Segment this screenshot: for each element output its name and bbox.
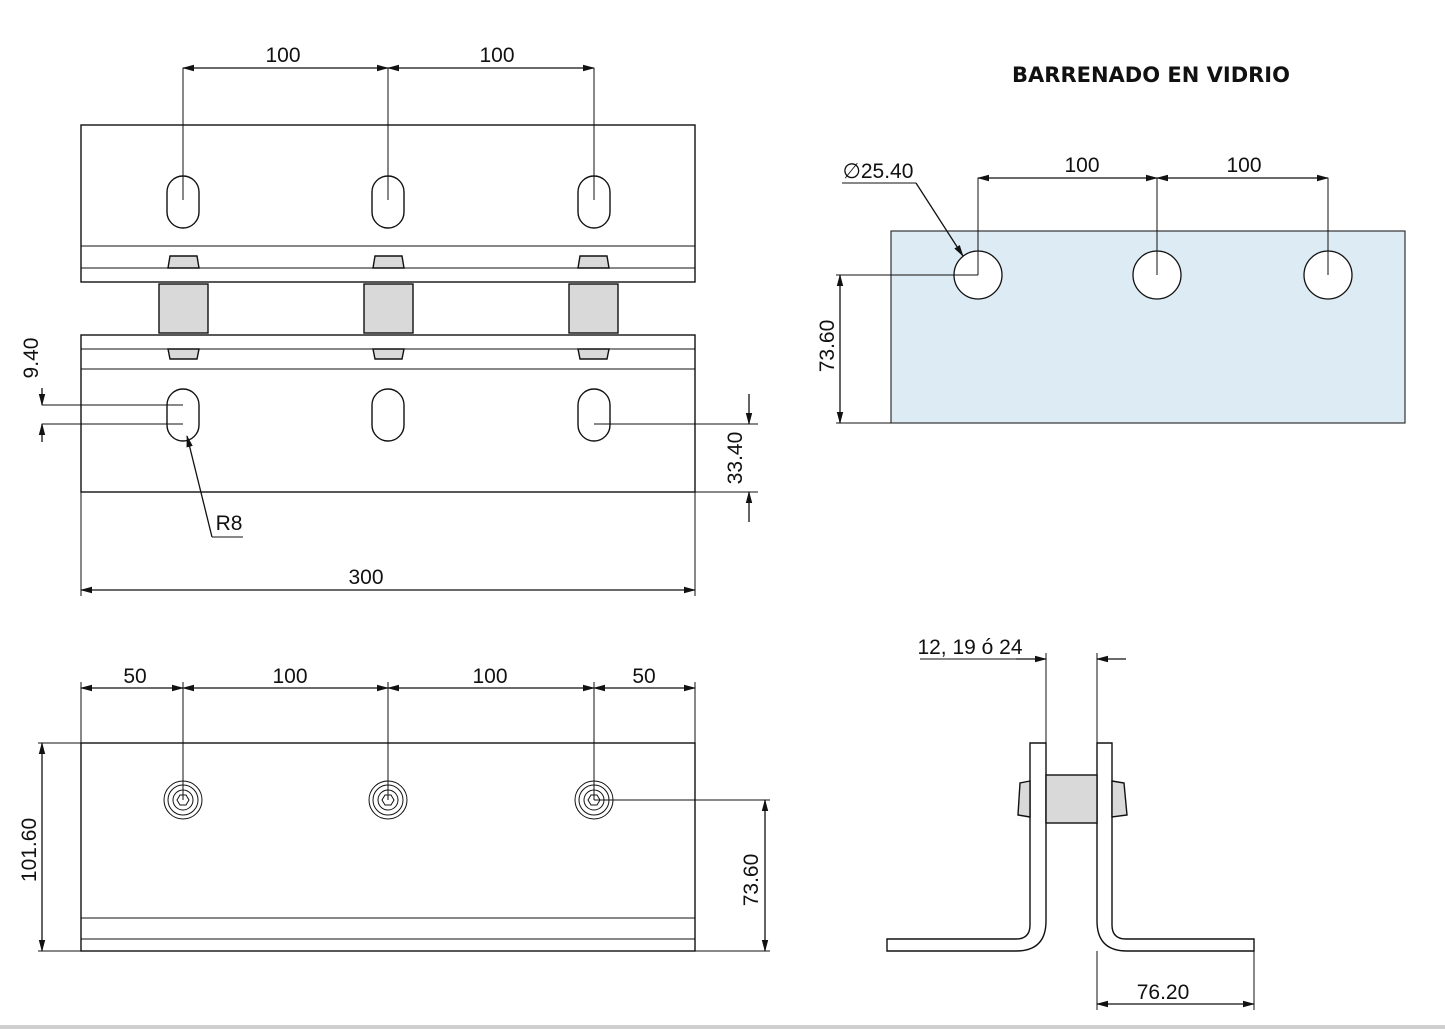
- footer-bar: [0, 1025, 1445, 1029]
- slot: [166, 388, 200, 442]
- dim-top-2: 100: [479, 44, 514, 67]
- glass-view: BARRENADO EN VIDRIO 100 100 ∅25.40 73.60: [816, 63, 1406, 424]
- front-dim-left: 50: [123, 665, 146, 688]
- front-dim-height: 101.60: [18, 818, 41, 882]
- dim-slot-edge: 33.40: [724, 432, 747, 485]
- right-bracket: [1096, 742, 1255, 952]
- left-bracket: [886, 742, 1047, 952]
- dim-radius: R8: [216, 512, 243, 535]
- side-view: 12, 19 ó 24 76.20: [886, 636, 1255, 1010]
- slot: [371, 388, 405, 442]
- front-dim-mid-1: 100: [272, 665, 307, 688]
- spacer-bolt: [158, 255, 209, 360]
- front-view: 50 100 100 50 101.60 73.60: [18, 665, 770, 952]
- spacer-bolt: [568, 255, 619, 360]
- front-dim-mid-2: 100: [472, 665, 507, 688]
- glass-dim-diameter: ∅25.40: [843, 160, 914, 183]
- spacer-bolt: [363, 255, 414, 360]
- side-bolt-head: [1017, 780, 1031, 818]
- dim-length: 300: [348, 566, 383, 589]
- glass-dim-top-1: 100: [1064, 154, 1099, 177]
- top-view: 100 100 9.40 33.40 R8 300: [20, 44, 758, 596]
- page-title: BARRENADO EN VIDRIO: [1012, 63, 1290, 87]
- side-dim-thickness: 12, 19 ó 24: [917, 636, 1022, 659]
- side-bolt-head: [1111, 780, 1128, 818]
- side-spacer: [1045, 774, 1098, 824]
- front-dim-hole-height: 73.60: [740, 854, 763, 907]
- front-dim-right: 50: [632, 665, 655, 688]
- dim-slot-offset: 9.40: [20, 338, 43, 379]
- glass-dim-top-2: 100: [1226, 154, 1261, 177]
- dim-top-1: 100: [265, 44, 300, 67]
- slot: [577, 388, 611, 442]
- side-dim-leg: 76.20: [1137, 981, 1190, 1004]
- glass-dim-height: 73.60: [816, 320, 839, 373]
